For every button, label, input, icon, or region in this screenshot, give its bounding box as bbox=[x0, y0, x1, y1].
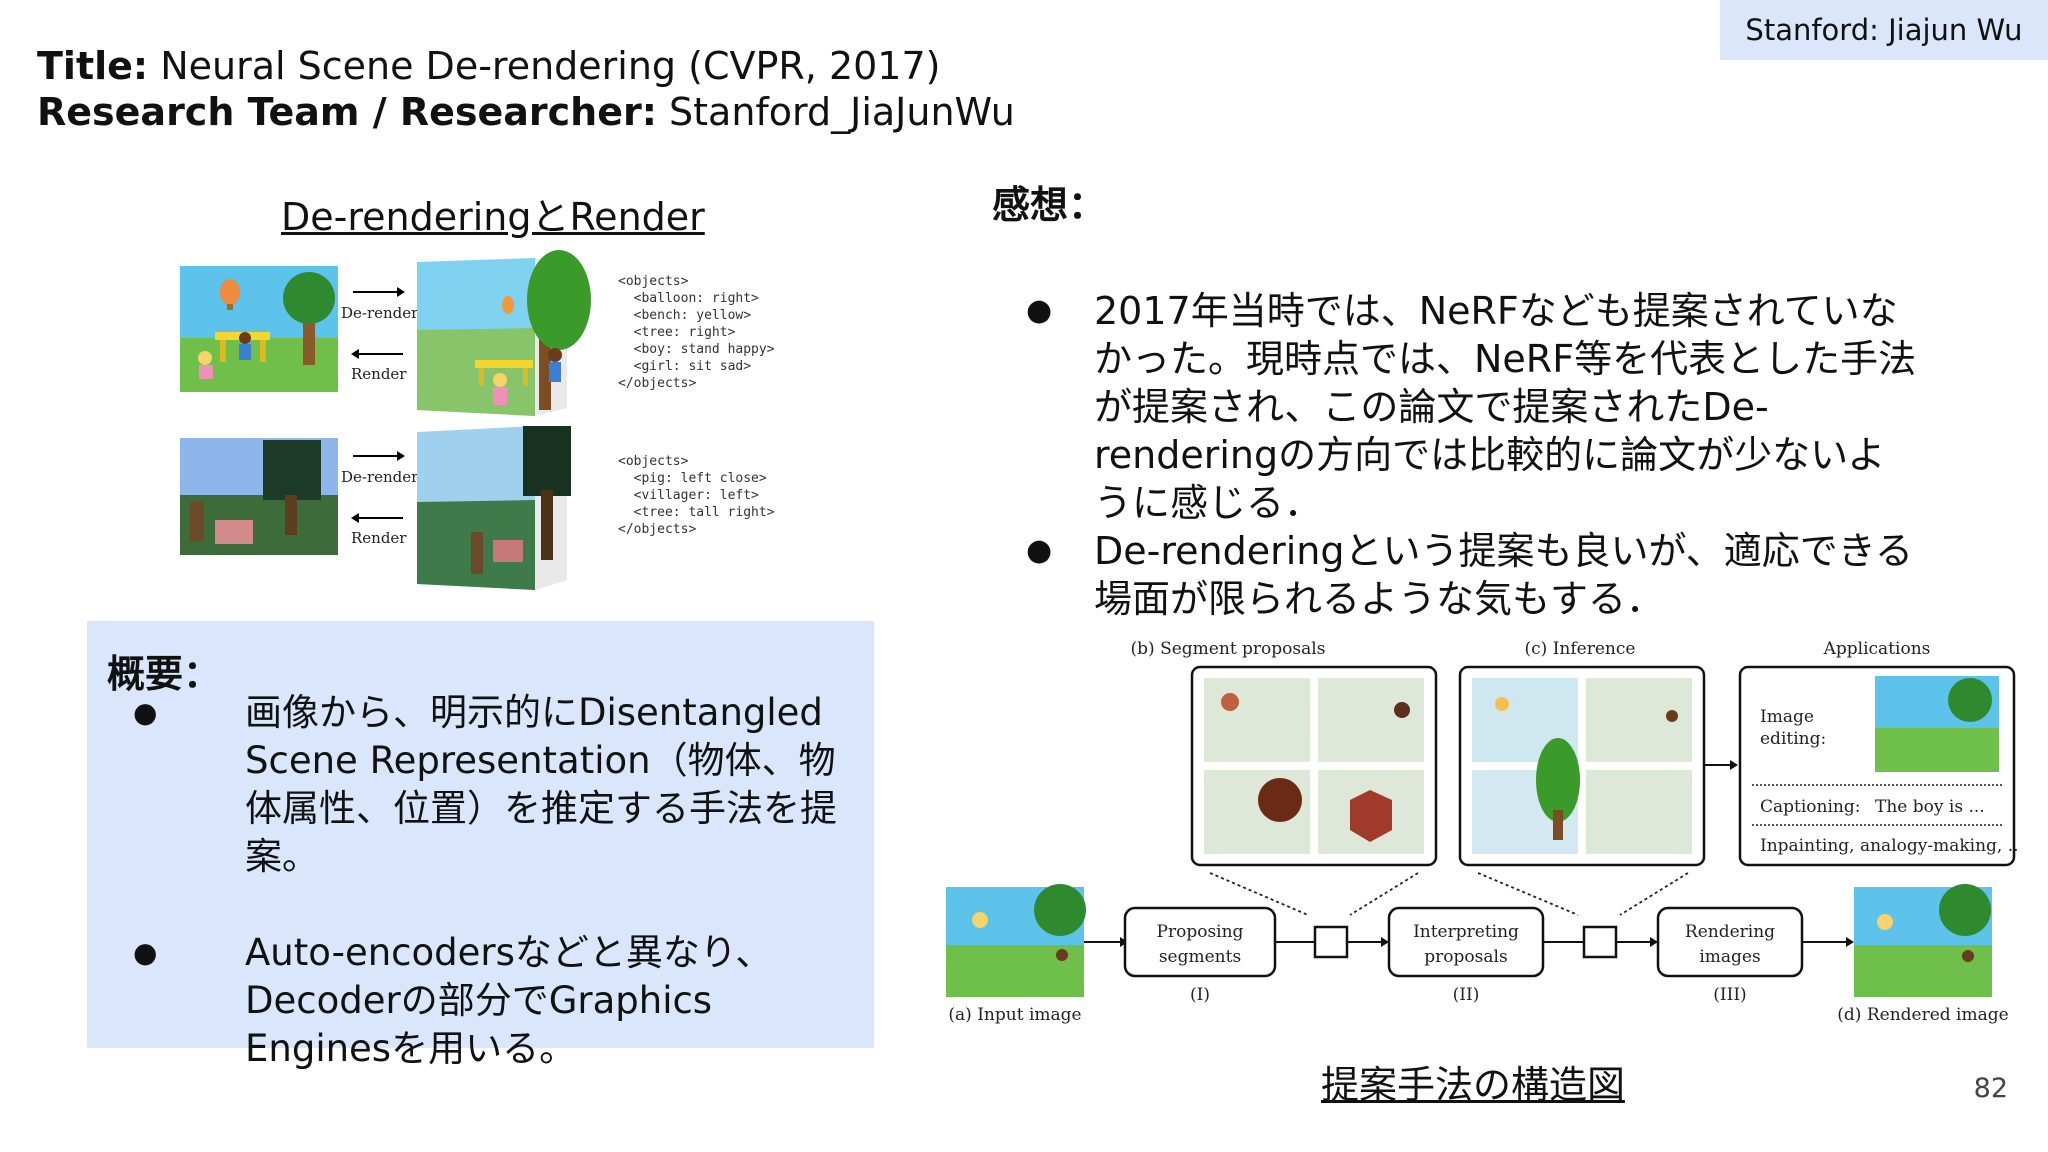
flow-arrow bbox=[1616, 937, 1658, 947]
proposing-label: Proposing bbox=[1157, 922, 1244, 942]
page-number: 82 bbox=[1973, 1073, 2008, 1104]
code-line: </objects> bbox=[618, 376, 696, 391]
summary-item: Auto-encodersなどと異なり、Decoderの部分でGraphics … bbox=[127, 929, 867, 1073]
derender-arrow-top bbox=[353, 287, 405, 297]
step-number-2: (II) bbox=[1453, 985, 1480, 1005]
scene-photo-top bbox=[180, 266, 338, 392]
dashed-connectors bbox=[1209, 872, 1689, 916]
inference-panel bbox=[1458, 665, 1706, 867]
interpreting-label: Interpreting bbox=[1413, 922, 1519, 942]
applications-panel: Image editing: Captioning: The boy is ..… bbox=[1738, 665, 2020, 867]
segment-proposals-panel bbox=[1190, 665, 1438, 867]
team-label: Research Team / Researcher: bbox=[37, 90, 657, 134]
flow-arrow bbox=[1084, 937, 1128, 947]
author-badge: Stanford: Jiajun Wu bbox=[1720, 0, 2048, 60]
derender-heading: De-renderingとRender bbox=[281, 195, 705, 239]
derender-label-top: De-render bbox=[341, 304, 419, 322]
objects-code-top: <objects> <balloon: right> <bench: yello… bbox=[618, 274, 775, 391]
render-label-top: Render bbox=[351, 365, 407, 383]
captioning-text: The boy is ... bbox=[1875, 797, 1985, 817]
title-value: Neural Scene De-rendering (CVPR, 2017) bbox=[148, 44, 941, 88]
rendering-label: Rendering bbox=[1685, 922, 1775, 942]
segments-label: segments bbox=[1159, 947, 1241, 967]
segment-proposals-title: (b) Segment proposals bbox=[1131, 639, 1326, 659]
rendered-image bbox=[1854, 884, 1992, 997]
title-label: Title: bbox=[37, 44, 149, 88]
code-line: <villager: left> bbox=[618, 488, 759, 503]
scene-photo-bottom bbox=[180, 438, 338, 555]
render-arrow-top bbox=[351, 349, 403, 359]
code-line: </objects> bbox=[618, 522, 696, 537]
render-label-bottom: Render bbox=[351, 529, 407, 547]
inference-title: (c) Inference bbox=[1525, 639, 1636, 659]
flow-arrow bbox=[1802, 937, 1854, 947]
scene-render-top bbox=[417, 250, 591, 416]
inpainting-label: Inpainting, analogy-making, ... bbox=[1760, 836, 2020, 856]
render-arrow-bottom bbox=[351, 513, 403, 523]
code-line: <bench: yellow> bbox=[618, 308, 751, 323]
code-line: <girl: sit sad> bbox=[618, 359, 751, 374]
research-team: Research Team / Researcher: Stanford_Jia… bbox=[37, 90, 1015, 134]
code-line: <objects> bbox=[618, 274, 689, 289]
summary-item: 画像から、明示的にDisentangled Scene Representati… bbox=[127, 689, 867, 881]
step-number-3: (III) bbox=[1713, 985, 1746, 1005]
impressions-section: 感想： 2017年当時では、NeRFなども提案されていなかった。現時点では、Ne… bbox=[992, 174, 1922, 623]
derender-label-bottom: De-render bbox=[341, 468, 419, 486]
inference-to-apps-arrow bbox=[1704, 760, 1738, 770]
paper-title: Title: Neural Scene De-rendering (CVPR, … bbox=[37, 44, 941, 88]
proposals-label: proposals bbox=[1424, 947, 1507, 967]
derender-arrow-bottom bbox=[353, 451, 405, 461]
impression-item: 2017年当時では、NeRFなども提案されていなかった。現時点では、NeRF等を… bbox=[1022, 287, 1922, 527]
scene-render-bottom bbox=[417, 426, 571, 590]
applications-title: Applications bbox=[1823, 639, 1931, 659]
step-number-1: (I) bbox=[1190, 985, 1210, 1005]
input-image-label: (a) Input image bbox=[948, 1005, 1081, 1025]
team-value: Stanford_JiaJunWu bbox=[656, 90, 1015, 134]
summary-box: 概要： 画像から、明示的にDisentangled Scene Represen… bbox=[87, 621, 874, 1070]
proposing-segments-box: Proposing segments bbox=[1123, 906, 1277, 978]
summary-list: 画像から、明示的にDisentangled Scene Representati… bbox=[127, 689, 867, 1073]
interpreting-proposals-box: Interpreting proposals bbox=[1387, 906, 1545, 978]
diagram-caption: 提案手法の構造図 bbox=[1321, 1063, 1626, 1107]
intermediate-node-2 bbox=[1582, 925, 1618, 959]
objects-code-bottom: <objects> <pig: left close> <villager: l… bbox=[618, 454, 775, 537]
images-label: images bbox=[1699, 947, 1760, 967]
rendering-images-box: Rendering images bbox=[1656, 906, 1804, 978]
intermediate-node-1 bbox=[1313, 925, 1349, 959]
image-editing-label: Image bbox=[1760, 707, 1814, 727]
flow-arrow bbox=[1347, 937, 1389, 947]
pipeline-diagram: (b) Segment proposals (c) Inference Appl… bbox=[946, 639, 2020, 1025]
image-editing-label-2: editing: bbox=[1760, 729, 1826, 749]
code-line: <tree: tall right> bbox=[618, 505, 775, 520]
code-line: <boy: stand happy> bbox=[618, 342, 775, 357]
impressions-list: 2017年当時では、NeRFなども提案されていなかった。現時点では、NeRF等を… bbox=[1022, 287, 1922, 623]
captioning-label: Captioning: bbox=[1760, 797, 1860, 817]
rendered-image-label: (d) Rendered image bbox=[1837, 1005, 2008, 1025]
impressions-heading: 感想： bbox=[992, 183, 1107, 227]
derender-render-figure: De-render Render <objects> <balloon: rig… bbox=[180, 250, 775, 590]
input-image bbox=[946, 884, 1086, 997]
code-line: <tree: right> bbox=[618, 325, 736, 340]
code-line: <balloon: right> bbox=[618, 291, 759, 306]
code-line: <objects> bbox=[618, 454, 689, 469]
code-line: <pig: left close> bbox=[618, 471, 767, 486]
impression-item: De-renderingという提案も良いが、適応できる場面が限られるような気もす… bbox=[1022, 527, 1922, 623]
